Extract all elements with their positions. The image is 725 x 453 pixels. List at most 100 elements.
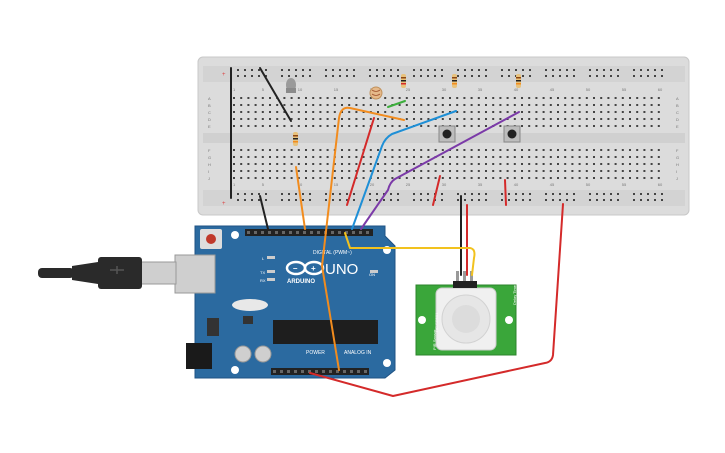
breadboard-hole	[244, 69, 246, 71]
arduino-uno-board[interactable]: – + UNO ARDUINO DIGITAL (PWM~) POWER ANA…	[174, 225, 396, 379]
breadboard-hole	[633, 75, 635, 77]
led-component[interactable]	[286, 78, 296, 93]
breadboard-hole	[441, 163, 444, 165]
breadboard-hole	[617, 69, 619, 71]
breadboard-hole	[636, 111, 639, 113]
digital-header[interactable]	[245, 229, 373, 236]
breadboard-hole	[535, 163, 538, 165]
breadboard-hole	[348, 118, 351, 120]
pir-sensor[interactable]: HC-SR501 PIR Sensor Delay Time	[415, 271, 517, 356]
header-pin[interactable]	[359, 231, 362, 234]
wire-red-power	[309, 203, 564, 397]
breadboard-hole	[355, 149, 358, 151]
header-pin[interactable]	[275, 231, 278, 234]
power-analog-header[interactable]	[271, 368, 369, 375]
resistor-1[interactable]	[401, 74, 406, 88]
breadboard-hole	[593, 125, 595, 127]
reset-button[interactable]	[206, 234, 216, 244]
breadboard-hole	[585, 118, 588, 120]
header-pin[interactable]	[261, 231, 264, 234]
header-pin[interactable]	[280, 370, 283, 373]
breadboard-hole	[269, 125, 271, 127]
usb-port[interactable]	[174, 254, 216, 294]
analog-in-label: ANALOG IN	[344, 350, 372, 356]
header-pin[interactable]	[310, 231, 313, 234]
breadboard-hole	[305, 163, 307, 165]
breadboard-hole	[513, 156, 516, 158]
header-pin[interactable]	[296, 231, 299, 234]
header-pin[interactable]	[352, 231, 355, 234]
header-pin[interactable]	[301, 370, 304, 373]
breadboard-hole	[522, 199, 524, 201]
breadboard-row-letter: B	[208, 103, 211, 108]
resistor-4[interactable]	[293, 132, 298, 146]
header-pin[interactable]	[289, 231, 292, 234]
breadboard-hole	[603, 69, 605, 71]
breadboard-hole	[643, 125, 646, 127]
header-pin[interactable]	[364, 370, 367, 373]
header-pin[interactable]	[287, 370, 290, 373]
breadboard-column-number: 55	[622, 182, 627, 187]
breadboard-hole	[247, 163, 250, 165]
breadboard-hole	[309, 69, 311, 71]
header-pin[interactable]	[350, 370, 353, 373]
breadboard-hole	[521, 97, 523, 99]
pushbutton-1[interactable]	[438, 125, 456, 143]
breadboard-hole	[276, 156, 279, 158]
header-pin[interactable]	[357, 370, 360, 373]
breadboard-hole	[341, 149, 343, 151]
header-pin[interactable]	[345, 231, 348, 234]
header-pin[interactable]	[336, 370, 339, 373]
breadboard-hole	[276, 111, 279, 113]
breadboard-hole	[333, 125, 336, 127]
breadboard-hole	[333, 163, 336, 165]
header-pin[interactable]	[315, 370, 318, 373]
breadboard-hole	[384, 156, 387, 158]
breadboard-hole	[542, 149, 545, 151]
breadboard-hole	[288, 193, 290, 195]
header-pin[interactable]	[254, 231, 257, 234]
header-pin[interactable]	[303, 231, 306, 234]
header-pin[interactable]	[294, 370, 297, 373]
breadboard-hole	[346, 75, 348, 77]
breadboard-hole	[390, 199, 392, 201]
breadboard-hole	[341, 170, 343, 172]
breadboard-hole	[585, 177, 588, 179]
header-pin[interactable]	[317, 231, 320, 234]
resistor-2[interactable]	[452, 74, 457, 88]
breadboard-hole	[305, 118, 307, 120]
header-pin[interactable]	[247, 231, 250, 234]
header-pin[interactable]	[268, 231, 271, 234]
breadboard-hole	[621, 97, 624, 99]
breadboard-hole	[258, 69, 260, 71]
breadboard-hole	[441, 111, 444, 113]
resistor-3[interactable]	[516, 74, 521, 88]
breadboard-hole	[283, 177, 286, 179]
breadboard-hole	[578, 156, 581, 158]
header-pin[interactable]	[273, 370, 276, 373]
header-pin[interactable]	[308, 370, 311, 373]
breadboard-hole	[513, 149, 516, 151]
breadboard-hole	[549, 170, 552, 172]
header-pin[interactable]	[322, 370, 325, 373]
breadboard-hole	[449, 163, 451, 165]
breadboard-hole	[254, 163, 257, 165]
wires[interactable]	[230, 67, 564, 397]
header-pin[interactable]	[366, 231, 369, 234]
breadboard-hole	[332, 193, 334, 195]
breadboard-hole	[341, 156, 343, 158]
header-pin[interactable]	[338, 231, 341, 234]
header-pin[interactable]	[329, 370, 332, 373]
breadboard-hole	[384, 111, 387, 113]
breadboard-hole	[413, 199, 415, 201]
breadboard-hole	[309, 193, 311, 195]
photoresistor-component[interactable]	[369, 86, 383, 100]
breadboard-hole	[564, 149, 567, 151]
usb-cable[interactable]	[38, 257, 177, 289]
pushbutton-2[interactable]	[503, 125, 521, 143]
power-jack[interactable]	[186, 343, 212, 369]
breadboard-hole	[636, 177, 639, 179]
header-pin[interactable]	[331, 231, 334, 234]
header-pin[interactable]	[343, 370, 346, 373]
header-pin[interactable]	[282, 231, 285, 234]
